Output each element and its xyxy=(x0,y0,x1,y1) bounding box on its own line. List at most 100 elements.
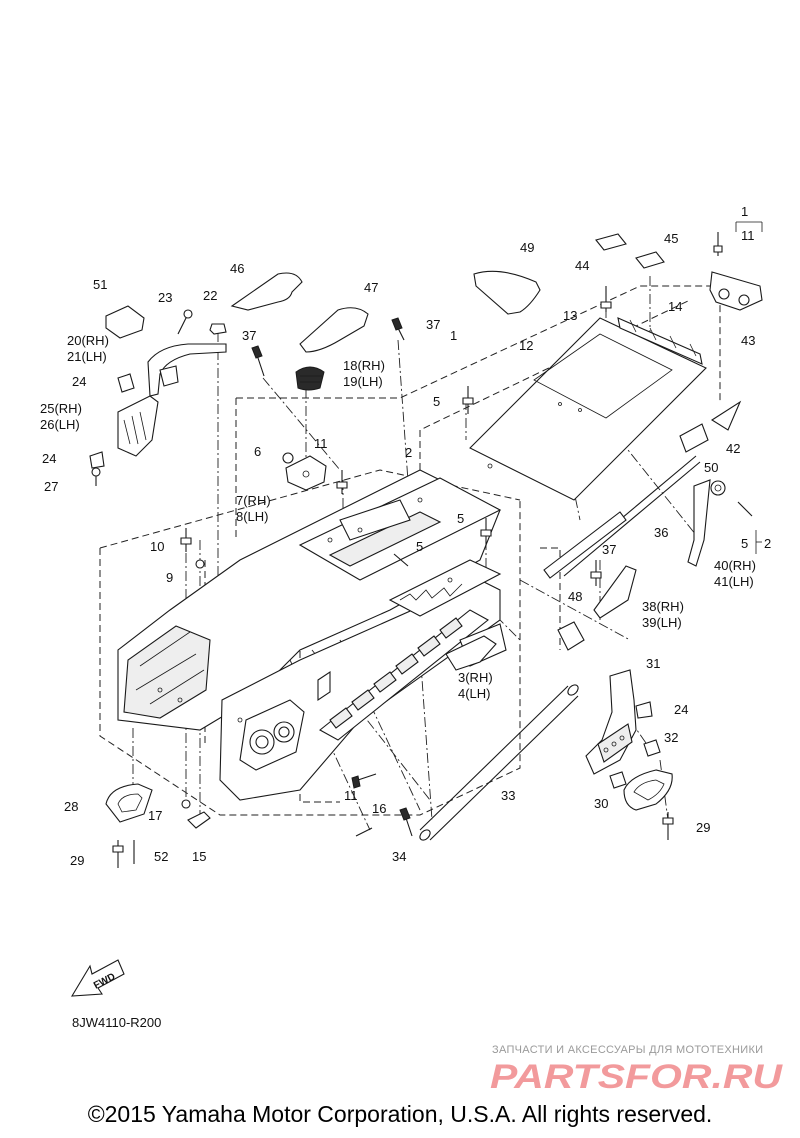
part-46-pad xyxy=(230,272,303,311)
callout-10: 10 xyxy=(150,539,164,554)
part-31-bracket xyxy=(585,669,637,775)
callout-29: 29 xyxy=(70,853,84,868)
callout-26lh: 26(LH) xyxy=(40,417,80,432)
callout-12: 12 xyxy=(519,338,533,353)
callout-20rh: 20(RH) xyxy=(67,333,109,348)
callout-36: 36 xyxy=(654,525,668,540)
part-28-foot xyxy=(105,783,153,823)
callout-43: 43 xyxy=(741,333,755,348)
callout-32: 30 xyxy=(594,796,608,811)
callout-40rh: 40(RH) xyxy=(714,558,756,573)
lower-left-parts xyxy=(105,783,211,829)
callout-51: 51 xyxy=(93,277,107,292)
callout-29b: 29 xyxy=(696,820,710,835)
lower-right-brackets xyxy=(445,565,637,671)
callout-37b: 37 xyxy=(426,317,440,332)
callout-22: 22 xyxy=(203,288,217,303)
callout-39lh: 39(LH) xyxy=(642,615,682,630)
callout-15: 15 xyxy=(192,849,206,864)
tunnel-frame-assembly xyxy=(117,469,507,801)
part-24-clip xyxy=(117,373,135,393)
part-24-clip-right xyxy=(635,701,653,719)
callout-37c: 37 xyxy=(602,542,616,557)
frame-lattice xyxy=(319,609,489,741)
callout-41lh: 41(LH) xyxy=(714,574,754,589)
callout-13: 13 xyxy=(563,308,577,323)
callout-50: 50 xyxy=(704,460,718,475)
part-38-bracket xyxy=(593,565,637,619)
watermark-logo-text: PARTSFOR.RU xyxy=(490,1058,784,1096)
callout-5d: 5 xyxy=(416,539,423,554)
part-7-bracket xyxy=(285,455,327,491)
callout-47: 47 xyxy=(364,280,378,295)
callout-16: 16 xyxy=(372,801,386,816)
part-43-cap xyxy=(709,271,763,311)
callout-35: 33 xyxy=(501,788,515,803)
part-42-plate xyxy=(710,400,742,431)
callout-5a: 5 xyxy=(433,394,440,409)
callout-8lh: 8(LH) xyxy=(236,509,269,524)
part-15-plate xyxy=(187,811,211,829)
callout-49: 49 xyxy=(520,240,534,255)
part-25-bracket xyxy=(117,395,159,457)
callout-1b: 1 xyxy=(450,328,457,343)
callout-9: 9 xyxy=(166,570,173,585)
callout-31: 31 xyxy=(646,656,660,671)
callout-52: 52 xyxy=(154,849,168,864)
callout-11c: 11 xyxy=(344,788,358,803)
left-front-brackets xyxy=(89,305,227,469)
callout-11b: 11 xyxy=(314,436,328,451)
callout-18rh: 18(RH) xyxy=(343,358,385,373)
callout-46: 46 xyxy=(230,261,244,276)
callout-21lh: 21(LH) xyxy=(67,349,107,364)
fasteners xyxy=(91,232,753,868)
callout-34: 34 xyxy=(392,849,406,864)
part-36-rod xyxy=(543,511,627,579)
part-49-pad xyxy=(473,270,541,315)
callout-25rh: 25(RH) xyxy=(40,401,82,416)
callout-5c: 5 xyxy=(741,536,748,551)
callout-37a: 37 xyxy=(242,328,256,343)
callout-14: 14 xyxy=(668,299,682,314)
center-brackets xyxy=(285,366,327,491)
fwd-arrow-icon: FWD xyxy=(70,959,125,997)
watermark-caption: ЗАПЧАСТИ И АКСЕССУАРЫ ДЛЯ МОТОТЕХНИКИ xyxy=(492,1044,764,1056)
callout-28: 28 xyxy=(64,799,78,814)
callout-45: 45 xyxy=(664,231,678,246)
callout-1: 1 xyxy=(741,204,748,219)
part-48-block xyxy=(557,621,585,651)
callout-38rh: 38(RH) xyxy=(642,599,684,614)
seat-pads xyxy=(230,270,541,353)
part-18-boot xyxy=(295,366,325,391)
part-50-plate xyxy=(679,423,709,453)
part-47-pad xyxy=(299,307,369,353)
callout-6: 6 xyxy=(254,444,261,459)
part-30-foot-plate xyxy=(623,769,673,811)
diagram-reference-code: 8JW4110-R200 xyxy=(72,1015,162,1030)
part-35-tube xyxy=(419,684,579,841)
part-51-cap xyxy=(105,305,145,339)
callout-17: 17 xyxy=(148,808,162,823)
callout-labels: 1 11 45 44 49 46 47 51 23 22 20(RH) 21(L… xyxy=(40,204,771,868)
part-12-tunnel-plate xyxy=(469,317,707,501)
part-24-clip-lower xyxy=(89,451,105,469)
watermark-logo: PARTSFOR.RU xyxy=(490,1058,784,1096)
label-plates xyxy=(595,233,665,269)
callout-27: 27 xyxy=(44,479,58,494)
running-board-parts xyxy=(585,669,673,811)
callout-24b: 24 xyxy=(42,451,56,466)
callout-42: 42 xyxy=(726,441,740,456)
callout-19lh: 19(LH) xyxy=(343,374,383,389)
callout-44: 44 xyxy=(575,258,589,273)
callout-4lh: 4(LH) xyxy=(458,686,491,701)
callout-2b: 2 xyxy=(764,536,771,551)
part-3-bracket xyxy=(445,635,497,671)
callout-24: 24 xyxy=(72,374,86,389)
part-40-strap xyxy=(687,479,711,567)
callout-7rh: 7(RH) xyxy=(236,493,271,508)
callout-11: 11 xyxy=(741,228,755,243)
callout-5b: 5 xyxy=(457,511,464,526)
callout-2: 2 xyxy=(405,445,412,460)
